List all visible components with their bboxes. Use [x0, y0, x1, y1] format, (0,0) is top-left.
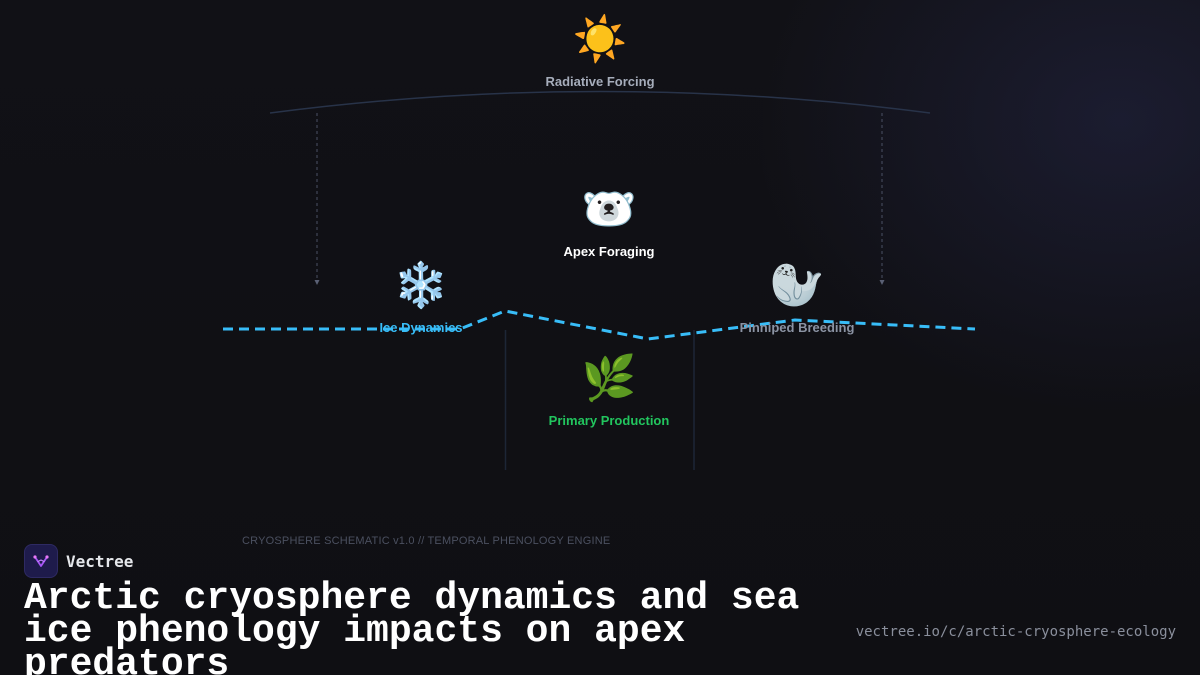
sea-ice-line	[223, 309, 976, 341]
schematic-caption: CRYOSPHERE SCHEMATIC v1.0 // TEMPORAL PH…	[242, 535, 611, 547]
node-label: Ice Dynamics	[379, 320, 463, 335]
node-label: Radiative Forcing	[545, 74, 655, 89]
node-label: Pinniped Breeding	[739, 320, 855, 335]
polar-bear-icon: 🐻‍❄️	[581, 185, 637, 234]
vectree-logo-icon	[24, 544, 58, 578]
page-url-link[interactable]: vectree.io/c/arctic-cryosphere-ecology	[855, 624, 1176, 640]
node-pinniped-breeding: 🦭 Pinniped Breeding	[687, 260, 907, 335]
brand[interactable]: Vectree	[24, 544, 133, 578]
node-label: Primary Production	[548, 413, 670, 428]
seal-icon: 🦭	[769, 261, 825, 310]
node-ice-dynamics: ❄️ Ice Dynamics	[311, 260, 531, 335]
page-title: Arctic cryosphere dynamics and sea ice p…	[24, 577, 800, 675]
snowflake-icon: ❄️	[393, 261, 449, 310]
node-label: Apex Foraging	[563, 244, 655, 259]
herb-icon: 🌿	[581, 354, 637, 403]
forcing-arrowhead-right	[879, 280, 885, 285]
sun-icon: ☀️	[572, 15, 628, 64]
brand-name: Vectree	[66, 551, 134, 571]
node-radiative-forcing: ☀️ Radiative Forcing	[490, 14, 710, 89]
node-primary-production: 🌿 Primary Production	[499, 353, 719, 428]
node-apex-foraging: 🐻‍❄️ Apex Foraging	[499, 184, 719, 259]
radiative-arc	[269, 90, 931, 114]
forcing-arrowhead-left	[314, 280, 320, 285]
